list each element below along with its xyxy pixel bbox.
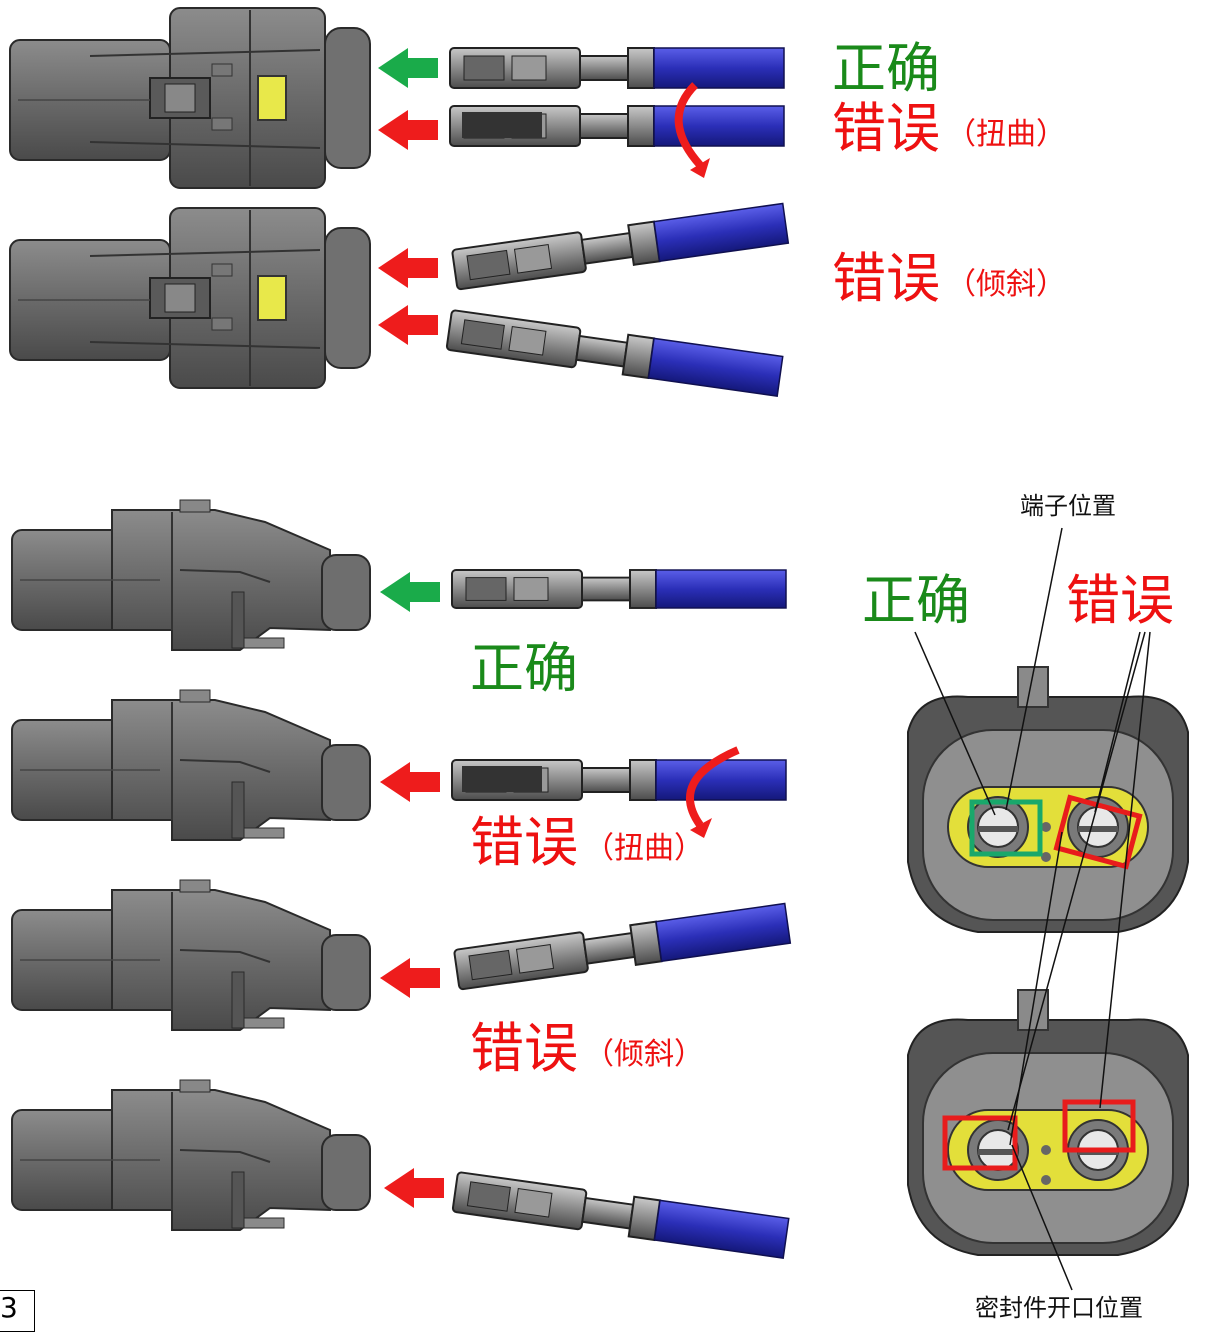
label-mid-wrong-tilt: 错误 <box>470 1017 578 1080</box>
leader-wrong-1 <box>1094 631 1141 813</box>
label-top-wrong-twist-note: （扭曲） <box>946 117 1066 152</box>
connector-side-4 <box>11 1079 371 1231</box>
label-mid-wrong-twist-note: （扭曲） <box>584 831 704 866</box>
label-right-wrong: 错误 <box>1066 569 1174 632</box>
arrow-twist-top <box>378 110 438 150</box>
label-terminal-position: 端子位置 <box>1020 492 1116 520</box>
terminal-tilted-side-up <box>453 902 792 991</box>
arrow-twist-side <box>380 762 440 802</box>
arrow-tilt-top-2 <box>378 305 438 345</box>
label-top-correct: 正确 <box>832 37 940 100</box>
terminal-twisted-side <box>451 759 787 801</box>
twist-arrow-icon <box>674 82 704 168</box>
connector-housing-top-1 <box>9 7 371 189</box>
terminal-tilted-up <box>451 202 790 291</box>
wrong-highlight-box-2 <box>942 1115 1018 1171</box>
arrow-tilt-side-1 <box>380 958 440 998</box>
terminal-twisted-top <box>449 105 785 147</box>
label-mid-wrong-tilt-note: （倾斜） <box>584 1037 704 1072</box>
terminal-tilted-side-down <box>451 1171 790 1260</box>
arrow-tilt-top-1 <box>378 248 438 288</box>
label-top-wrong-tilt-note: （倾斜） <box>946 267 1066 302</box>
label-top-wrong-twist: 错误 <box>832 97 940 160</box>
wrong-highlight-box-3 <box>1062 1099 1136 1153</box>
arrow-correct-side <box>380 572 440 612</box>
connector-front-face-1 <box>907 666 1189 933</box>
label-right-correct: 正确 <box>862 569 970 632</box>
leader-correct <box>914 631 996 816</box>
connector-side-1 <box>11 499 371 651</box>
label-seal-opening-position: 密封件开口位置 <box>975 1294 1143 1322</box>
label-mid-wrong-twist: 错误 <box>470 811 578 874</box>
terminal-tilted-down <box>445 309 784 398</box>
connector-side-3 <box>11 879 371 1031</box>
terminal-correct-top <box>449 47 785 89</box>
connector-housing-top-2 <box>9 207 371 389</box>
connector-side-2 <box>11 689 371 841</box>
connector-front-face-2 <box>907 989 1189 1256</box>
leader-wrong-3 <box>1099 631 1151 1109</box>
leader-seal-opening <box>1011 1144 1073 1291</box>
correct-highlight-box <box>969 799 1043 857</box>
twist-arrow-icon <box>686 746 740 828</box>
page-number: 3 <box>0 1290 35 1332</box>
wrong-highlight-box-1 <box>1053 794 1143 870</box>
label-top-wrong-tilt: 错误 <box>832 247 940 310</box>
leader-wrong-2 <box>1007 631 1146 1131</box>
leader-terminal-position <box>1005 527 1063 811</box>
label-mid-correct: 正确 <box>470 637 578 700</box>
terminal-correct-side <box>451 569 787 609</box>
arrow-tilt-side-2 <box>384 1168 444 1208</box>
arrow-correct-top <box>378 48 438 88</box>
